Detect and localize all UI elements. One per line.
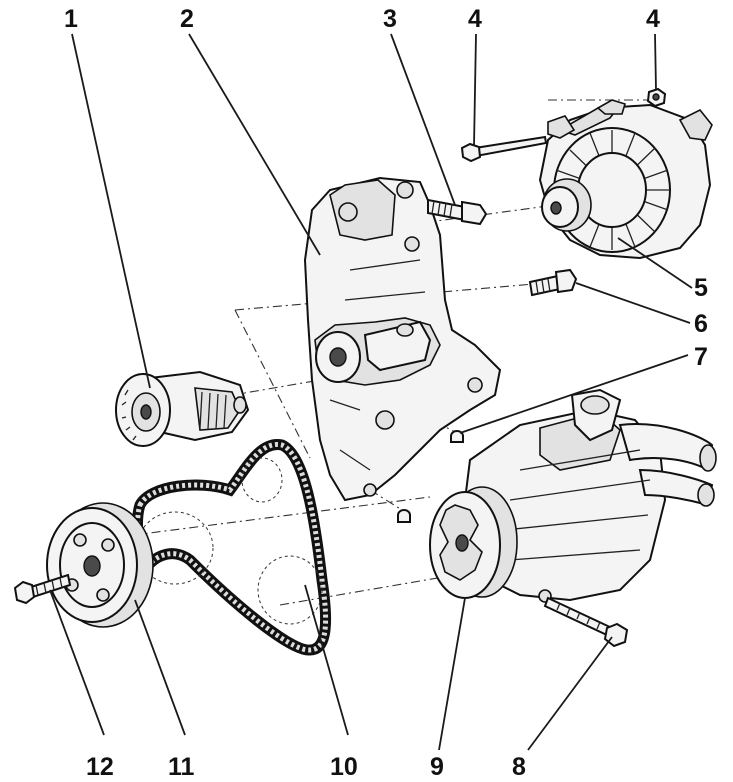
label-4b: 4: [646, 5, 660, 33]
label-4a: 4: [468, 5, 482, 33]
label-2: 2: [180, 5, 194, 33]
nut-4: [646, 87, 667, 108]
bolt-12: [13, 573, 72, 605]
label-1: 1: [64, 5, 78, 33]
label-5: 5: [694, 274, 708, 302]
belt-tensioner: [115, 370, 250, 447]
leader-lines: [49, 33, 693, 751]
alternator: [538, 99, 713, 260]
crankshaft-pulley: [46, 502, 154, 628]
label-12: 12: [86, 753, 114, 781]
bracket: [303, 176, 502, 502]
label-3: 3: [383, 5, 397, 33]
label-11: 11: [168, 753, 195, 781]
label-10: 10: [330, 753, 358, 781]
label-9: 9: [430, 753, 444, 781]
label-6: 6: [694, 310, 708, 338]
label-7: 7: [694, 343, 708, 371]
callout-labels: 1 2 3 4 4 5 6 7 8 9 10 11 12: [64, 5, 708, 781]
bolt-4: [460, 135, 548, 163]
bolt-3: [427, 198, 488, 226]
ac-compressor: [429, 388, 717, 603]
bolt-8: [543, 596, 629, 648]
poly-v-belt: [132, 439, 332, 656]
label-8: 8: [512, 753, 526, 781]
dowel-pin-7a: [450, 430, 464, 443]
bolt-6: [528, 268, 578, 297]
dowel-pin-7b: [397, 509, 411, 523]
